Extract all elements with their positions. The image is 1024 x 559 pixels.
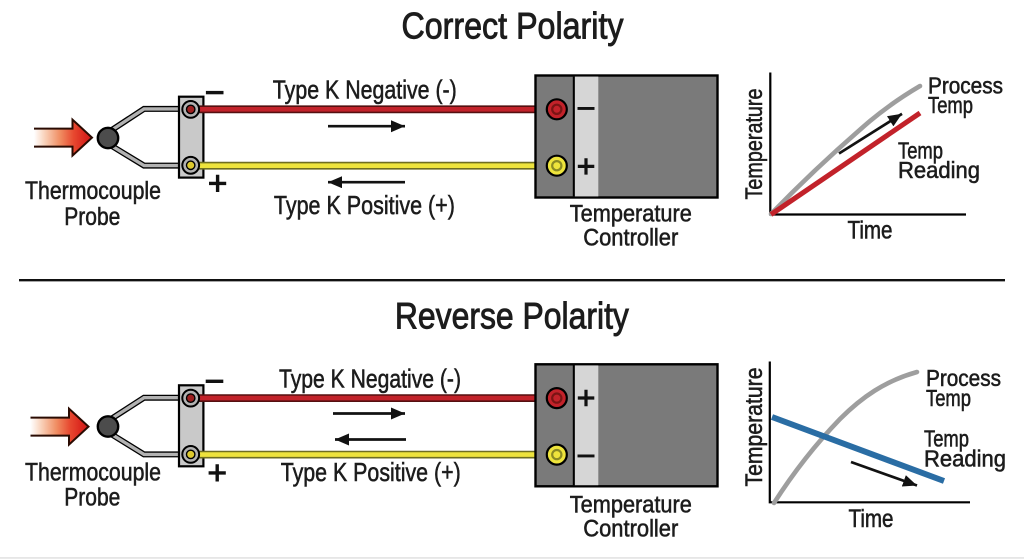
- svg-text:Reverse Polarity: Reverse Polarity: [395, 295, 629, 336]
- svg-text:Type K Positive (+): Type K Positive (+): [281, 457, 461, 487]
- svg-text:Temp: Temp: [926, 385, 971, 411]
- svg-text:Controller: Controller: [583, 225, 678, 252]
- svg-text:Type K Positive (+): Type K Positive (+): [274, 190, 455, 220]
- svg-text:Correct Polarity: Correct Polarity: [402, 5, 624, 46]
- svg-text:Process: Process: [928, 73, 1003, 99]
- svg-text:Temp: Temp: [924, 425, 969, 451]
- svg-text:Time: Time: [848, 217, 893, 245]
- svg-text:Temp: Temp: [898, 137, 943, 163]
- svg-text:Reading: Reading: [898, 157, 980, 183]
- svg-text:Process: Process: [926, 365, 1001, 391]
- svg-text:Temperature: Temperature: [741, 89, 768, 200]
- svg-text:Thermocouple: Thermocouple: [25, 458, 161, 486]
- svg-text:Time: Time: [849, 505, 894, 533]
- svg-text:Probe: Probe: [64, 203, 120, 231]
- svg-text:Probe: Probe: [64, 484, 120, 512]
- svg-text:Type K Negative (-): Type K Negative (-): [279, 364, 461, 394]
- svg-text:Thermocouple: Thermocouple: [25, 177, 161, 205]
- svg-text:Reading: Reading: [924, 445, 1006, 471]
- svg-text:Temperature: Temperature: [570, 492, 692, 519]
- svg-text:Type K Negative (-): Type K Negative (-): [273, 75, 457, 105]
- svg-text:Controller: Controller: [583, 515, 678, 542]
- svg-text:Temperature: Temperature: [570, 201, 692, 228]
- svg-text:Temperature: Temperature: [741, 368, 768, 487]
- svg-text:Temp: Temp: [928, 92, 973, 118]
